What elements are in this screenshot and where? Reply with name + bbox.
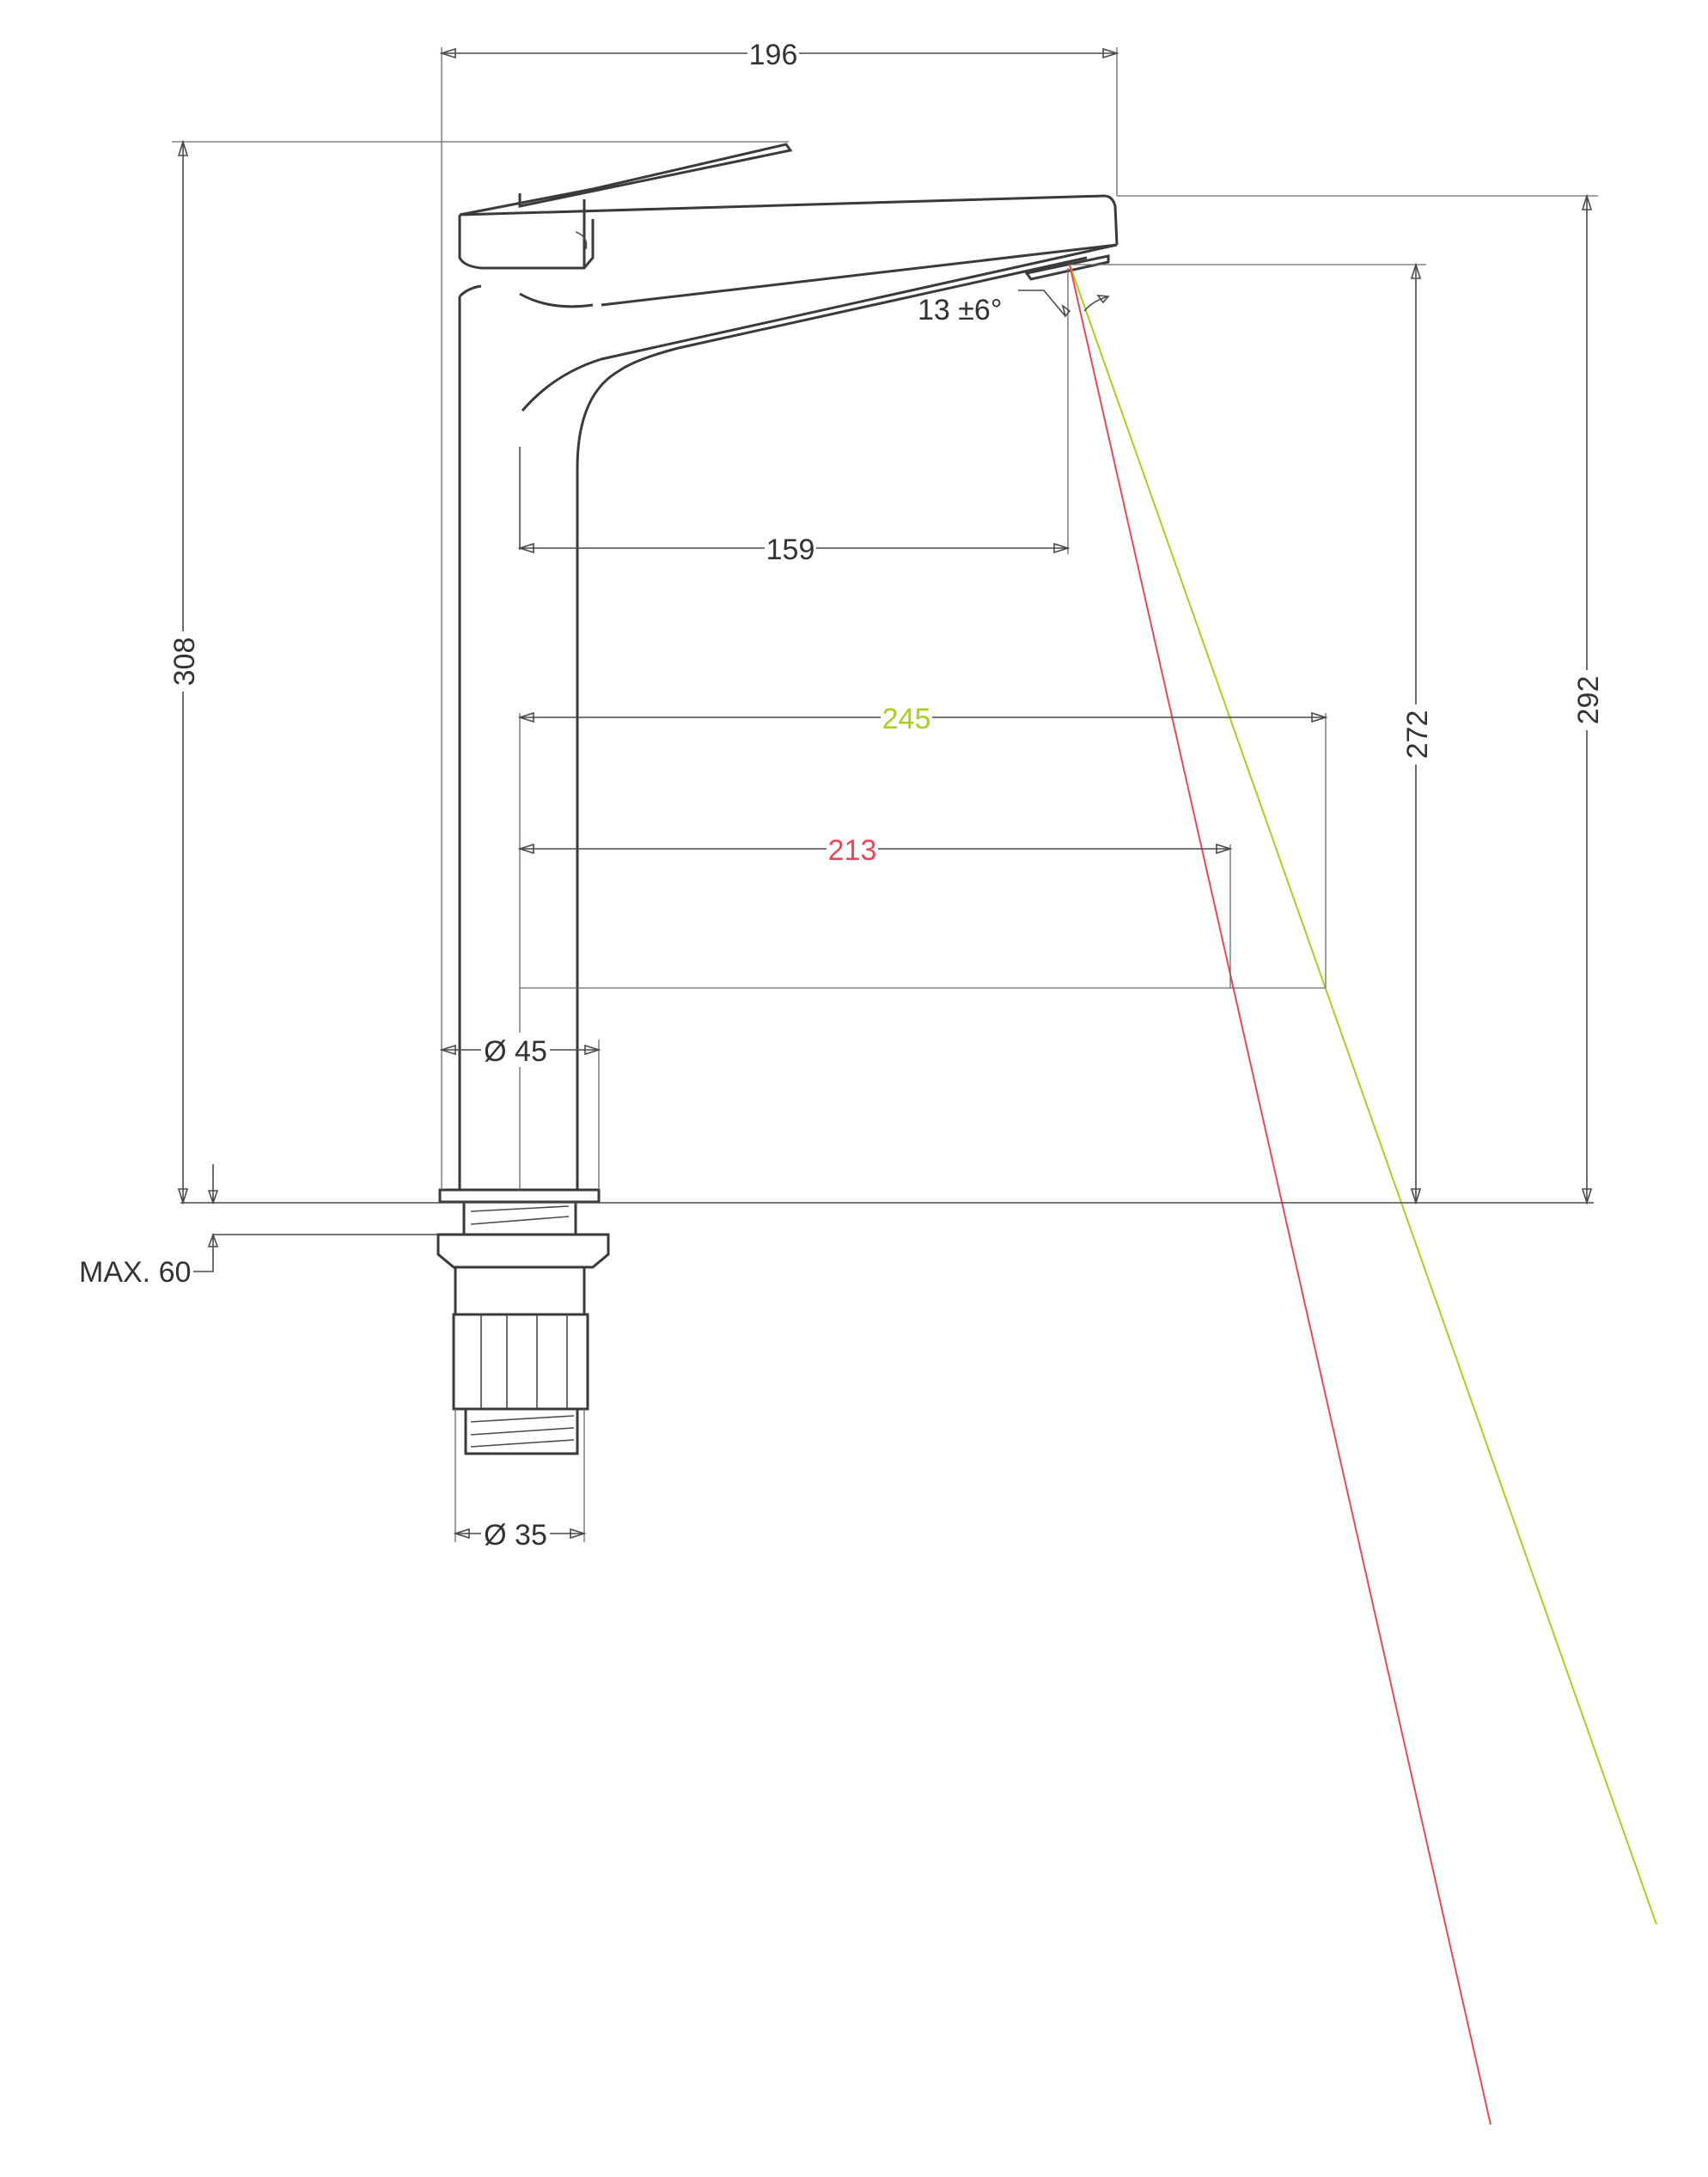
dim-diameter-35: Ø 35: [453, 1409, 587, 1552]
dim-spout-reach-label: 159: [766, 534, 815, 566]
dim-jet-245: 245: [517, 700, 1328, 1190]
dim-diameter-45: Ø 45: [439, 1033, 601, 1190]
dim-outlet-height-label: 272: [1401, 710, 1434, 759]
dim-max-60: MAX. 60: [79, 1164, 438, 1289]
dim-height-292: 292: [1117, 193, 1605, 1205]
dim-max-counter-label: MAX. 60: [79, 1256, 191, 1289]
dim-jet-213: 213: [517, 832, 1233, 988]
dim-thread-diameter-label: Ø 35: [484, 1519, 547, 1552]
dim-body-diameter-label: Ø 45: [484, 1035, 547, 1068]
dim-reach-159: 159: [517, 268, 1071, 566]
dim-angle-label: 13 ±6°: [918, 294, 1002, 326]
dim-jet-reach-green-label: 245: [882, 703, 931, 735]
dim-width-196: 196: [439, 36, 1119, 1190]
dim-width-label: 196: [749, 39, 798, 71]
faucet-spout: [459, 194, 1119, 307]
dim-height-308: 308: [166, 139, 789, 1205]
dim-spout-height-label: 292: [1572, 676, 1605, 725]
dim-jet-reach-red-label: 213: [828, 834, 877, 867]
red-jet-line: [1069, 264, 1491, 2125]
green-jet-line: [1069, 264, 1657, 1925]
dim-total-height-label: 308: [168, 637, 201, 686]
faucet-base: [436, 1188, 610, 1455]
dim-angle: 13 ±6°: [918, 290, 1110, 326]
dim-height-272: 272: [1070, 262, 1434, 1205]
water-jets: [1069, 264, 1657, 2125]
faucet-lever: [458, 143, 793, 308]
faucet-body: [458, 243, 1118, 1190]
